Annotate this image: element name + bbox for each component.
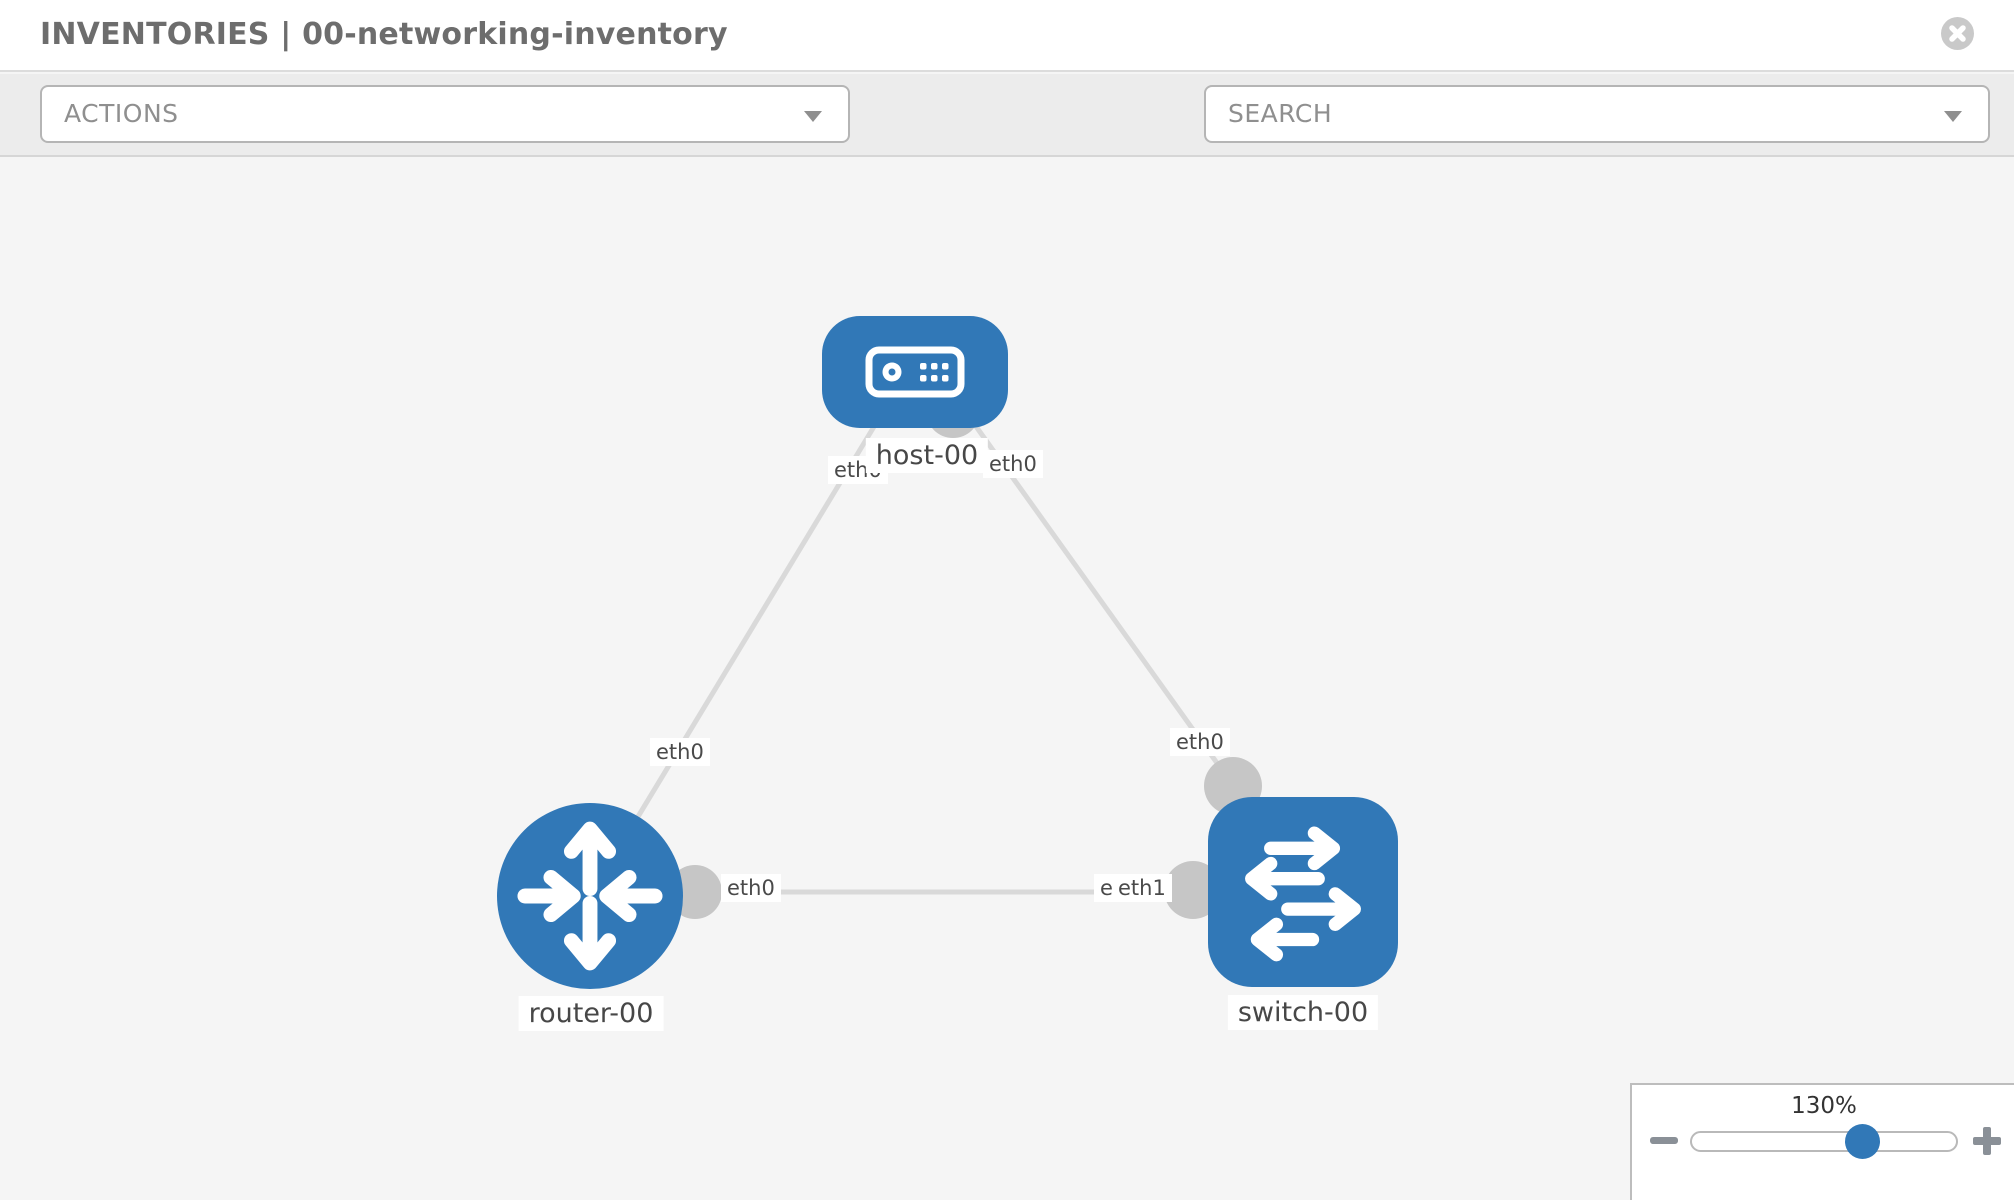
- close-button[interactable]: [1941, 17, 1974, 50]
- search-dropdown[interactable]: SEARCH: [1204, 85, 1990, 143]
- zoom-in-button[interactable]: [1973, 1127, 2001, 1155]
- zoom-out-button[interactable]: [1650, 1137, 1678, 1144]
- node-label-switch: switch-00: [1227, 995, 1379, 1030]
- chevron-down-icon: [804, 111, 822, 122]
- node-host[interactable]: [822, 316, 1008, 428]
- zoom-slider-thumb[interactable]: [1845, 1124, 1880, 1159]
- interface-label-host-right: eth0: [983, 450, 1043, 478]
- page-title: INVENTORIES | 00-networking-inventory: [40, 17, 728, 52]
- node-router[interactable]: [497, 803, 683, 989]
- topology-edges: [587, 423, 1303, 898]
- interface-label-router-mid: eth0: [721, 874, 781, 902]
- interface-label-router-diag: eth0: [650, 738, 710, 766]
- actions-dropdown-label: ACTIONS: [64, 99, 179, 128]
- node-switch[interactable]: [1208, 797, 1398, 987]
- zoom-slider-track[interactable]: [1690, 1131, 1958, 1152]
- header-bar: INVENTORIES | 00-networking-inventory: [0, 0, 2014, 72]
- toolbar: ACTIONS SEARCH: [0, 74, 2014, 205]
- zoom-panel: 130%: [1630, 1083, 2014, 1200]
- zoom-level: 130%: [1791, 1093, 1857, 1119]
- plus-icon: [1983, 1127, 1991, 1155]
- actions-dropdown[interactable]: ACTIONS: [40, 85, 850, 143]
- interface-label-switch-diag: eth0: [1170, 728, 1230, 756]
- topology-canvas[interactable]: host-00 router-00 switch-00 eth0 eth0 et…: [0, 157, 2014, 1200]
- interface-label-switch-mid-front: eth1: [1112, 874, 1172, 902]
- search-dropdown-label: SEARCH: [1228, 99, 1333, 128]
- node-label-host: host-00: [865, 438, 989, 473]
- chevron-down-icon: [1944, 111, 1962, 122]
- node-label-router: router-00: [518, 996, 664, 1031]
